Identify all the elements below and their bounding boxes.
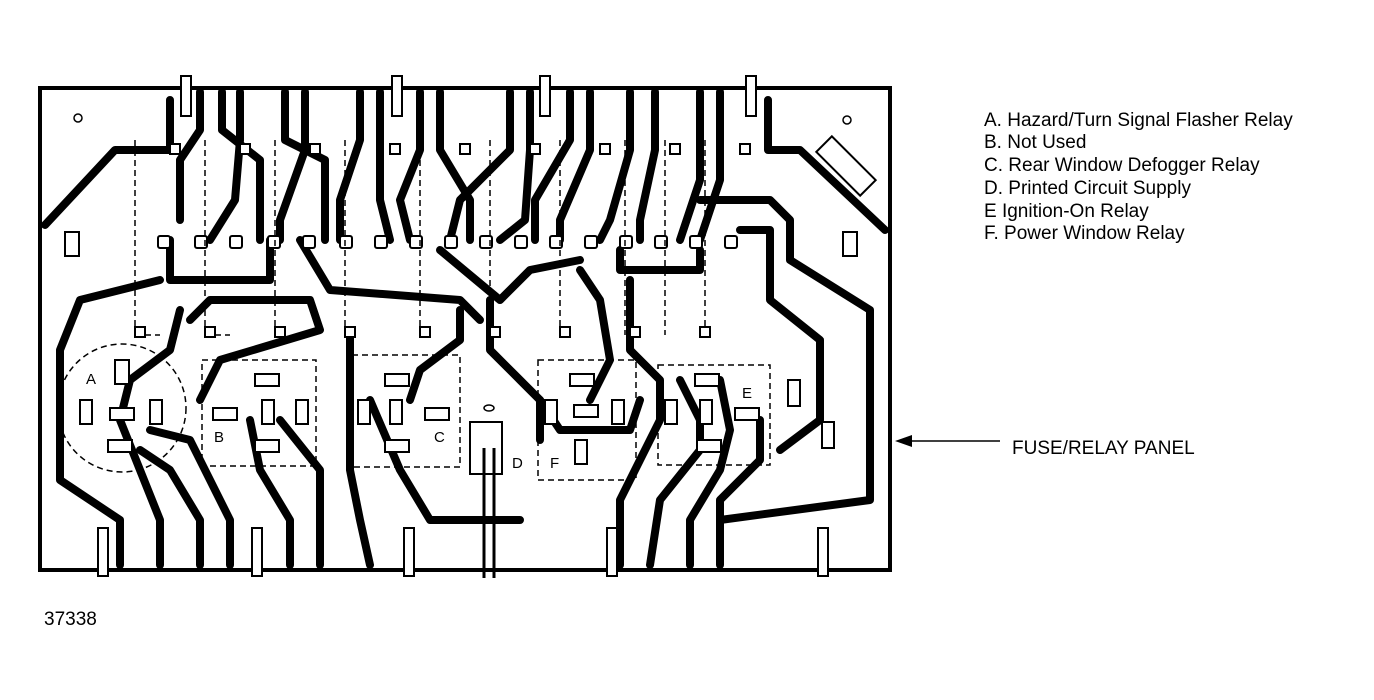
mounting-slot bbox=[64, 231, 80, 257]
legend-item-e: E Ignition-On Relay bbox=[984, 201, 1149, 222]
middle-bus-traces bbox=[166, 196, 874, 524]
relay-f-label: F bbox=[550, 455, 559, 472]
legend-item-c: C. Rear Window Defogger Relay bbox=[984, 155, 1260, 176]
top-connector-tabs bbox=[180, 75, 757, 117]
upper-circuit-traces bbox=[176, 88, 724, 244]
legend-item-a: A. Hazard/Turn Signal Flasher Relay bbox=[984, 110, 1293, 131]
printed-circuit-supply-d: D bbox=[469, 404, 523, 578]
fuse-positions bbox=[134, 140, 751, 338]
mounting-slot bbox=[842, 231, 858, 257]
board-corner-traces bbox=[41, 96, 889, 234]
relay-b-label: B bbox=[214, 429, 224, 446]
corner-slot bbox=[814, 134, 878, 198]
figure-number: 37338 bbox=[44, 609, 97, 630]
circuit-board bbox=[38, 86, 892, 572]
relay-b: B bbox=[201, 359, 317, 467]
callout-arrow bbox=[895, 435, 1000, 447]
relay-a: A bbox=[57, 343, 187, 473]
relay-c-label: C bbox=[434, 429, 445, 446]
relay-d-label: D bbox=[512, 455, 523, 472]
terminal-row bbox=[157, 235, 738, 249]
legend-item-d: D. Printed Circuit Supply bbox=[984, 178, 1191, 199]
relay-e-label: E bbox=[742, 385, 752, 402]
legend: A. Hazard/Turn Signal Flasher Relay B. N… bbox=[984, 110, 1293, 244]
relay-c: C bbox=[351, 354, 461, 468]
relay-f: F bbox=[537, 359, 637, 481]
mounting-hole bbox=[842, 115, 852, 125]
relay-a-label: A bbox=[86, 371, 96, 388]
legend-item-b: B. Not Used bbox=[984, 132, 1086, 153]
mounting-hole bbox=[73, 113, 83, 123]
relay-e: E bbox=[657, 364, 835, 466]
legend-item-f: F. Power Window Relay bbox=[984, 223, 1185, 244]
callout-label: FUSE/RELAY PANEL bbox=[1012, 438, 1195, 459]
